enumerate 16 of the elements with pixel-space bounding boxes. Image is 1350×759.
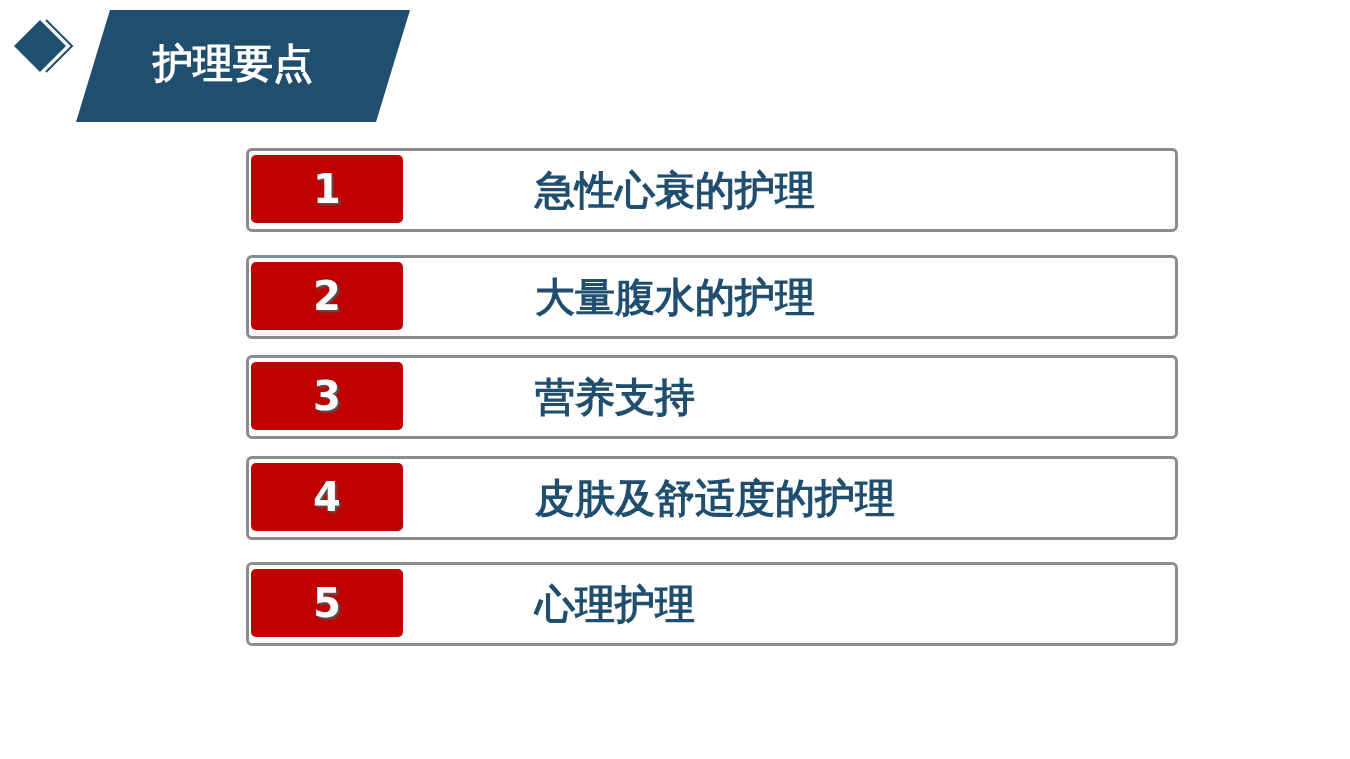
item-text: 大量腹水的护理: [535, 272, 815, 322]
list-row: [246, 355, 1178, 439]
number-tag: 5: [251, 569, 403, 637]
list-row: [246, 255, 1178, 339]
number-tag: 1: [251, 155, 403, 223]
list-row: [246, 148, 1178, 232]
item-text: 心理护理: [535, 579, 695, 629]
item-text: 皮肤及舒适度的护理: [535, 473, 895, 523]
list-row: [246, 562, 1178, 646]
item-text: 急性心衰的护理: [535, 165, 815, 215]
list-row: [246, 456, 1178, 540]
number-tag: 3: [251, 362, 403, 430]
number-tag: 4: [251, 463, 403, 531]
slide-title: 护理要点: [153, 39, 313, 88]
number-tag: 2: [251, 262, 403, 330]
item-text: 营养支持: [535, 372, 695, 422]
